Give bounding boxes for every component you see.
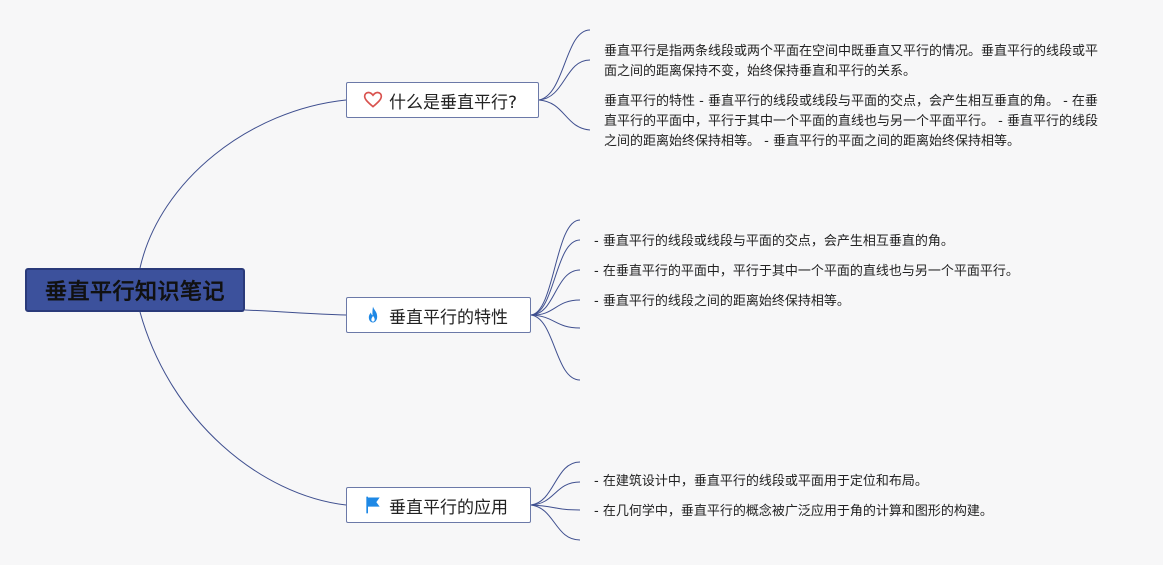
branch-label: 垂直平行的特性 xyxy=(389,307,508,328)
connector-branch3-leaf1 xyxy=(530,481,581,506)
connector-branch2-extra2 xyxy=(530,314,581,381)
connector-root-branch2 xyxy=(244,309,347,316)
connector-branch2-leaf1 xyxy=(530,239,581,316)
branch-label: 什么是垂直平行? xyxy=(389,92,518,113)
leaf-property-3[interactable]: - 垂直平行的线段之间的距离始终保持相等。 xyxy=(594,294,850,309)
root-topic-label: 垂直平行知识笔记 xyxy=(44,280,225,305)
branch-what-is[interactable]: 什么是垂直平行? xyxy=(346,82,539,118)
leaf-properties-summary[interactable]: 垂直平行的特性 - 垂直平行的线段或线段与平面的交点，会产生相互垂直的角。 - … xyxy=(604,94,1098,149)
connector-branch3-bottom xyxy=(530,504,581,541)
leaf-definition[interactable]: 垂直平行是指两条线段或两个平面在空间中既垂直又平行的情况。垂直平行的线段或平面之… xyxy=(604,44,1099,79)
leaf-application-1[interactable]: - 在建筑设计中，垂直平行的线段或平面用于定位和布局。 xyxy=(594,474,928,489)
connector-branch1-top xyxy=(538,29,591,101)
connector-branch2-leaf3 xyxy=(530,299,581,316)
root-topic[interactable]: 垂直平行知识笔记 xyxy=(25,268,245,312)
leaf-application-2[interactable]: - 在几何学中，垂直平行的概念被广泛应用于角的计算和图形的构建。 xyxy=(594,504,993,519)
connector-branch2-extra1 xyxy=(530,314,581,329)
connector-branch1-leaf2 xyxy=(538,99,591,131)
branch-applications[interactable]: 垂直平行的应用 xyxy=(346,487,531,523)
flag-icon xyxy=(363,495,383,515)
fire-icon xyxy=(363,305,383,325)
heart-icon xyxy=(363,90,383,110)
connector-branch2-leaf2 xyxy=(530,269,581,316)
connector-branch3-leaf2 xyxy=(530,504,581,511)
connector-branch2-top xyxy=(530,219,581,316)
branch-label: 垂直平行的应用 xyxy=(389,497,508,518)
leaf-property-1[interactable]: - 垂直平行的线段或线段与平面的交点，会产生相互垂直的角。 xyxy=(594,234,954,249)
connector-root-branch1 xyxy=(139,99,347,269)
connector-branch1-leaf1 xyxy=(538,59,591,101)
connector-root-branch3 xyxy=(139,311,347,506)
leaf-property-2[interactable]: - 在垂直平行的平面中，平行于其中一个平面的直线也与另一个平面平行。 xyxy=(594,264,1019,279)
branch-properties[interactable]: 垂直平行的特性 xyxy=(346,297,531,333)
connector-branch3-top xyxy=(530,461,581,506)
